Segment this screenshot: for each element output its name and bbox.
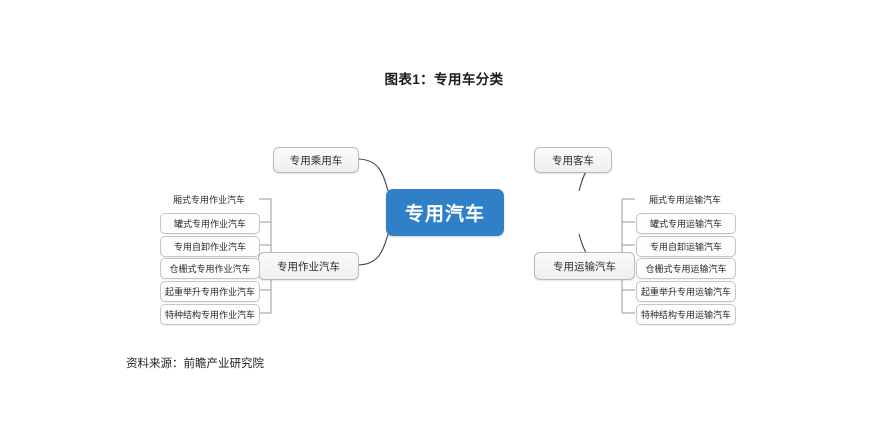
leaf-label: 特种结构专用运输汽车: [640, 310, 731, 320]
leaf-label: 厢式专用运输汽车: [648, 195, 721, 205]
source-attribution: 资料来源：前瞻产业研究院: [126, 358, 264, 370]
branch-label: 专用作业汽车: [277, 260, 340, 273]
leaf-label: 专用自卸运输汽车: [649, 242, 722, 252]
branch-label: 专用客车: [552, 154, 594, 167]
leaf-node-operation-6[interactable]: 特种结构专用作业汽车: [160, 304, 260, 325]
leaf-node-operation-3[interactable]: 专用自卸作业汽车: [160, 236, 260, 257]
leaf-label: 罐式专用运输汽车: [649, 219, 722, 229]
leaf-label: 起重举升专用作业汽车: [164, 287, 255, 297]
leaf-node-operation-2[interactable]: 罐式专用作业汽车: [160, 213, 260, 234]
leaf-node-transport-3[interactable]: 专用自卸运输汽车: [636, 236, 736, 257]
branch-node-special-transport[interactable]: 专用运输汽车: [534, 252, 635, 280]
leaf-node-operation-5[interactable]: 起重举升专用作业汽车: [160, 281, 260, 302]
leaf-label: 仓栅式专用运输汽车: [645, 264, 727, 274]
connector-root-to-operation: [356, 233, 389, 266]
leaf-node-transport-6[interactable]: 特种结构专用运输汽车: [636, 304, 736, 325]
leaf-label: 厢式专用作业汽车: [172, 195, 245, 205]
leaf-node-transport-5[interactable]: 起重举升专用运输汽车: [636, 281, 736, 302]
root-node-label: 专用汽车: [404, 204, 485, 225]
leaf-node-transport-2[interactable]: 罐式专用运输汽车: [636, 213, 736, 234]
leaf-label: 仓栅式专用作业汽车: [169, 264, 251, 274]
connector-root-to-passenger: [356, 158, 389, 192]
root-node[interactable]: 专用汽车: [386, 189, 504, 236]
leaf-label: 起重举升专用运输汽车: [640, 287, 731, 297]
leaf-node-transport-1[interactable]: 厢式专用运输汽车: [636, 190, 734, 209]
leaf-node-operation-1[interactable]: 厢式专用作业汽车: [160, 190, 258, 209]
branch-node-special-bus[interactable]: 专用客车: [534, 147, 612, 173]
leaf-node-transport-4[interactable]: 仓栅式专用运输汽车: [636, 258, 736, 279]
branch-node-special-operation[interactable]: 专用作业汽车: [258, 252, 359, 280]
leaf-node-operation-4[interactable]: 仓栅式专用作业汽车: [160, 258, 260, 279]
page-title: 图表1：专用车分类: [384, 72, 504, 87]
leaf-label: 特种结构专用作业汽车: [164, 310, 255, 320]
leaf-label: 专用自卸作业汽车: [173, 242, 246, 252]
branch-label: 专用运输汽车: [553, 260, 616, 273]
leaf-label: 罐式专用作业汽车: [173, 219, 246, 229]
branch-label: 专用乘用车: [289, 154, 343, 167]
branch-node-special-passenger[interactable]: 专用乘用车: [273, 147, 359, 173]
